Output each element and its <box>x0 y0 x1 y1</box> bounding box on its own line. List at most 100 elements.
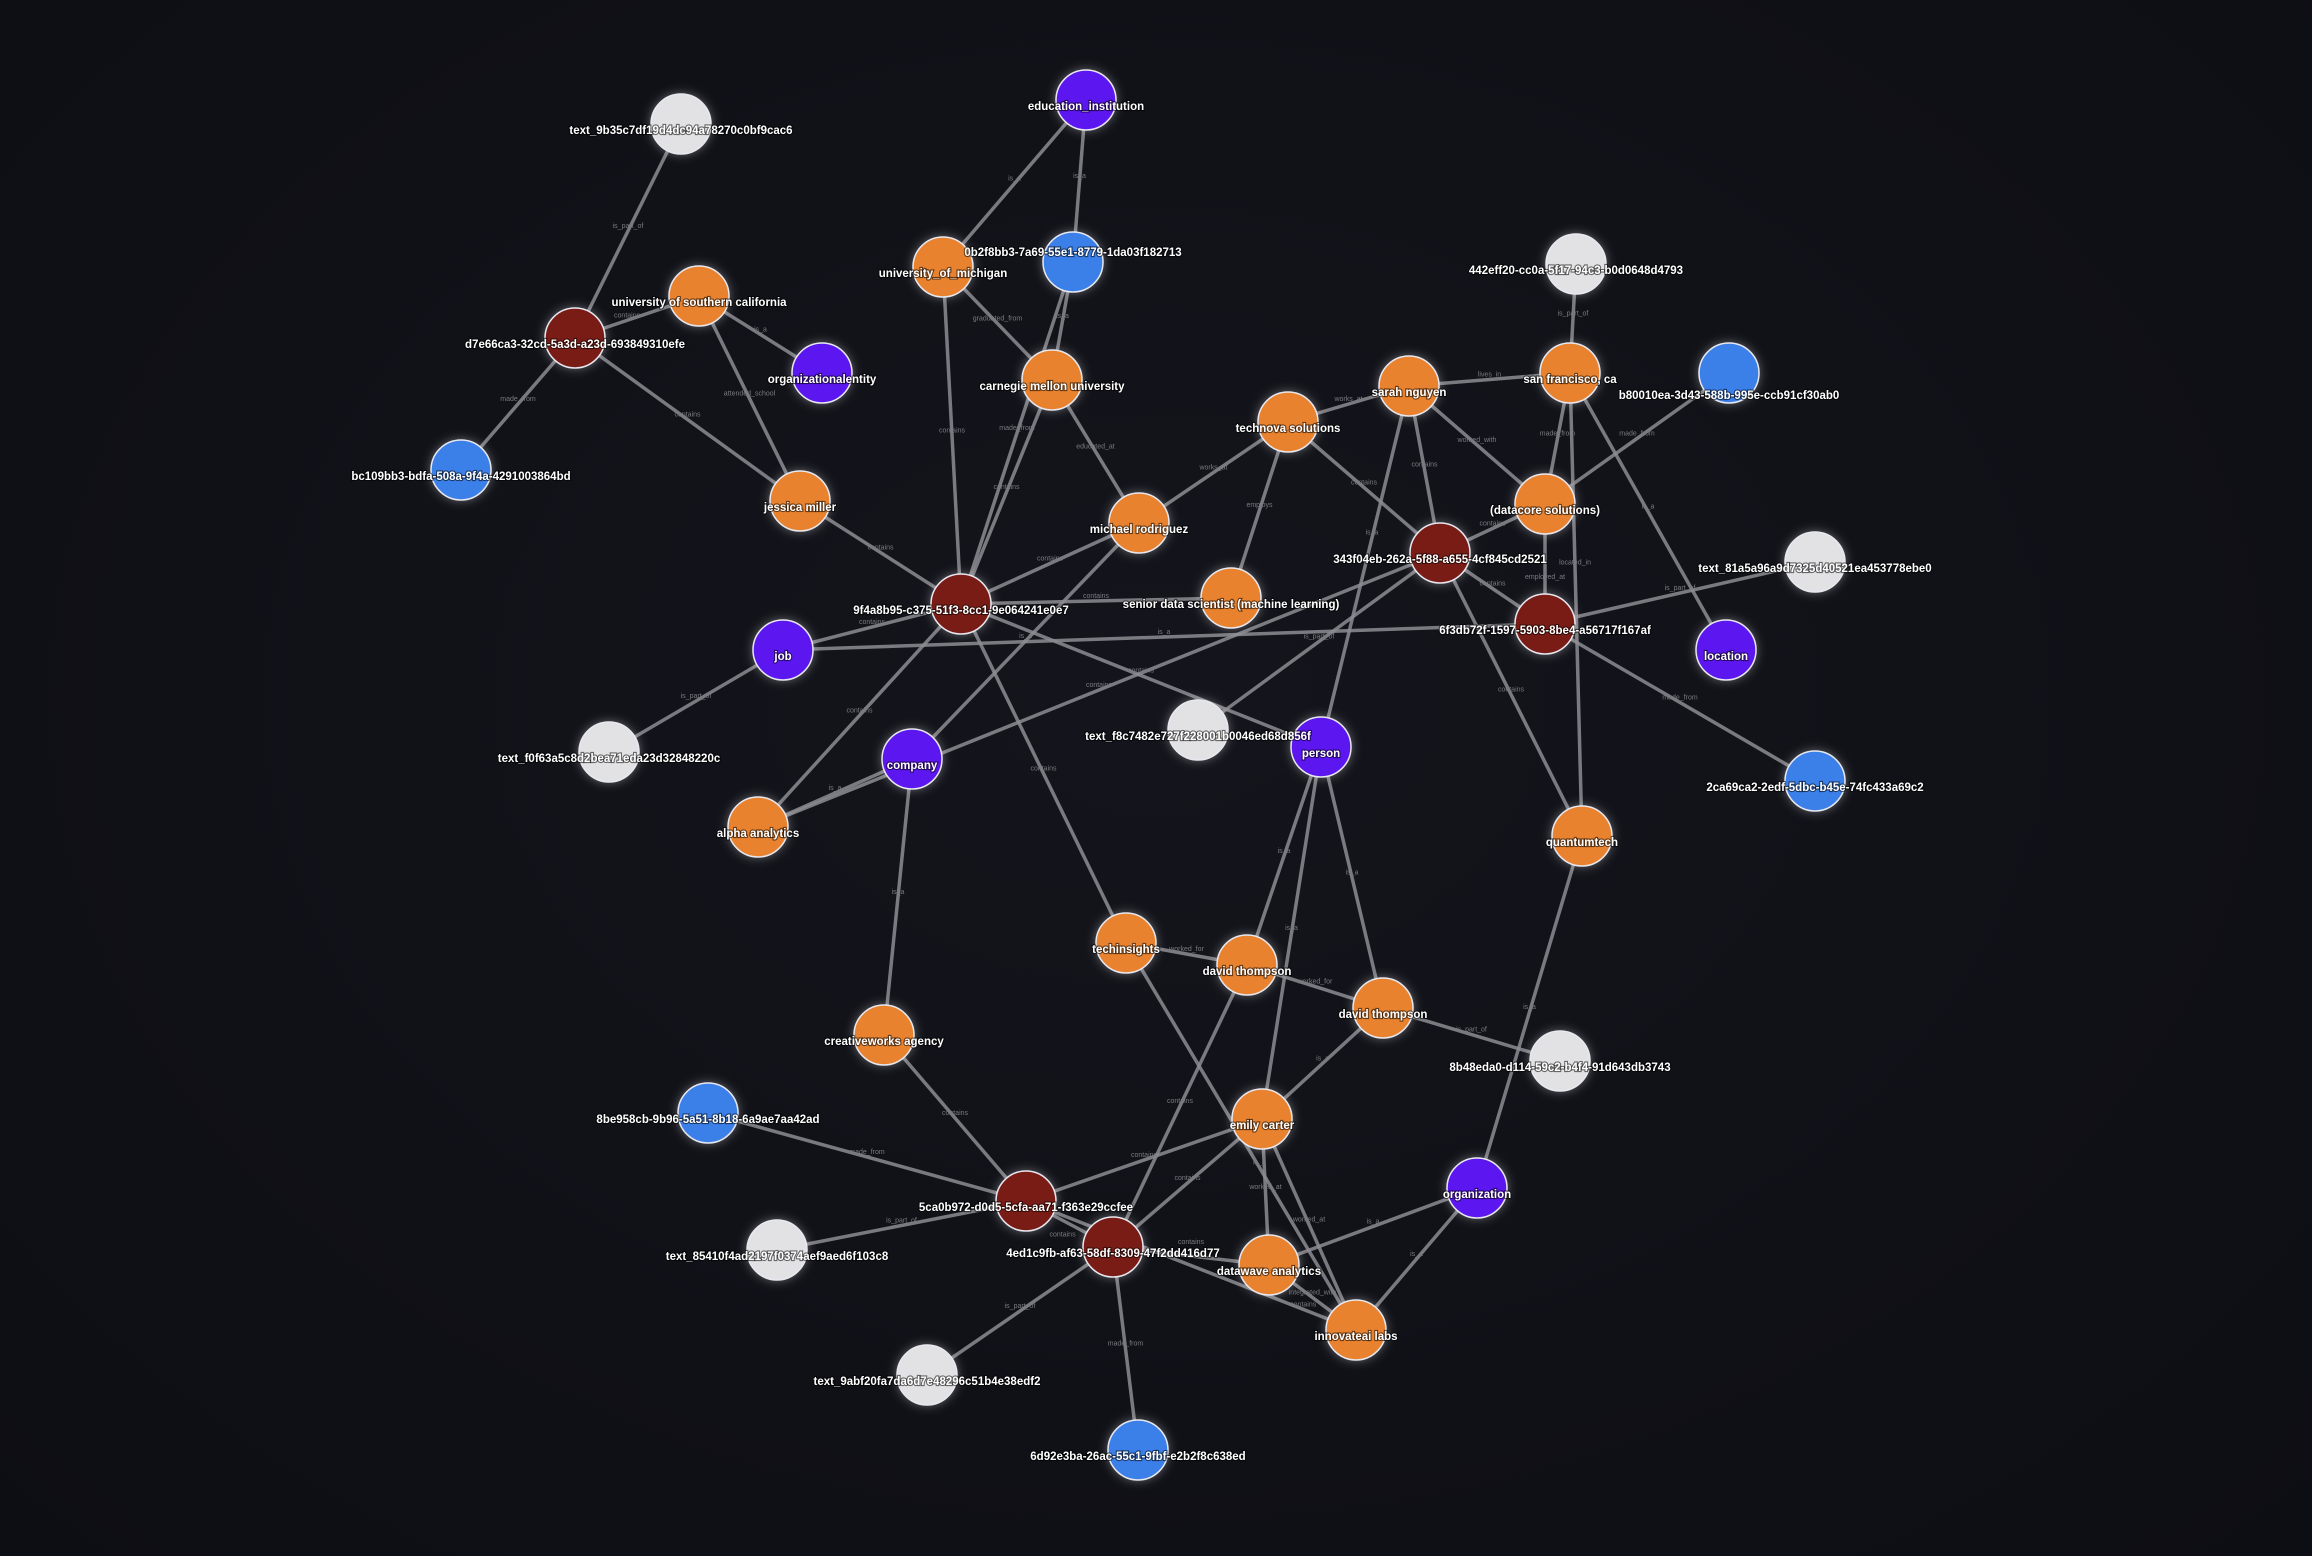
edge-n22-n30[interactable] <box>1544 622 1816 783</box>
node-concept[interactable] <box>1290 716 1352 778</box>
edge-label: works_at <box>1333 396 1362 403</box>
edge-n37-n40[interactable] <box>707 1111 1027 1203</box>
node-entity[interactable] <box>1539 342 1601 404</box>
edge-n12-n29[interactable] <box>756 602 963 829</box>
edge-n28-n34[interactable] <box>1319 746 1385 1009</box>
node-entity[interactable] <box>853 1004 915 1066</box>
node-document[interactable] <box>995 1170 1057 1232</box>
edge-n15-n14[interactable] <box>1229 421 1290 599</box>
edge-label: attended_school <box>724 391 776 398</box>
edge-n26-n35[interactable] <box>882 758 914 1036</box>
edge-n21-n29[interactable] <box>757 551 1441 829</box>
edge-n11-n12[interactable] <box>960 521 1140 606</box>
node-concept[interactable] <box>791 342 853 404</box>
node-entity[interactable] <box>1257 391 1319 453</box>
node-source[interactable] <box>1042 231 1104 293</box>
edge-n8-n12[interactable] <box>959 379 1054 605</box>
node-concept[interactable] <box>881 728 943 790</box>
edge-n5-n10[interactable] <box>697 295 802 502</box>
node-text-chunk[interactable] <box>650 93 712 155</box>
node-document[interactable] <box>1514 593 1576 655</box>
edge-n19-n20[interactable] <box>1543 371 1731 506</box>
node-entity[interactable] <box>1095 912 1157 974</box>
node-concept[interactable] <box>1446 1157 1508 1219</box>
node-source[interactable] <box>430 439 492 501</box>
edge-n15-n21[interactable] <box>1286 420 1442 555</box>
node-entity[interactable] <box>1352 977 1414 1039</box>
node-entity[interactable] <box>1238 1234 1300 1296</box>
node-entity[interactable] <box>1108 492 1170 554</box>
node-source[interactable] <box>1107 1419 1169 1481</box>
edge-label: graduated_from <box>973 316 1023 323</box>
node-text-chunk[interactable] <box>1529 1030 1591 1092</box>
node-entity[interactable] <box>1514 473 1576 535</box>
node-text-chunk[interactable] <box>1545 233 1607 295</box>
edge-n21-n27[interactable] <box>1196 551 1442 732</box>
node-source[interactable] <box>1784 750 1846 812</box>
node-entity[interactable] <box>769 470 831 532</box>
edge-n42-n45[interactable] <box>926 1245 1114 1377</box>
node-text-chunk[interactable] <box>1167 699 1229 761</box>
node-source[interactable] <box>677 1082 739 1144</box>
edge-n17-n24[interactable] <box>1568 372 1728 651</box>
node-entity[interactable] <box>1325 1299 1387 1361</box>
node-text-chunk[interactable] <box>896 1344 958 1406</box>
edge-n28-n38[interactable] <box>1260 746 1323 1120</box>
edge-n40-n44[interactable] <box>1025 1199 1357 1332</box>
edge-n42-n46[interactable] <box>1111 1246 1140 1451</box>
edge-n38-n40[interactable] <box>1025 1117 1263 1203</box>
edge-n35-n40[interactable] <box>882 1033 1028 1203</box>
node-source[interactable] <box>1698 342 1760 404</box>
node-entity[interactable] <box>912 236 974 298</box>
edge-n38-n42[interactable] <box>1111 1117 1264 1249</box>
node-document[interactable] <box>544 307 606 369</box>
edge-n21-n31[interactable] <box>1438 552 1584 837</box>
node-text-chunk[interactable] <box>746 1219 808 1281</box>
node-entity[interactable] <box>727 796 789 858</box>
edge-n31-n39[interactable] <box>1475 835 1584 1189</box>
edge-label: contains <box>1086 682 1113 689</box>
node-entity[interactable] <box>1551 805 1613 867</box>
node-text-chunk[interactable] <box>578 721 640 783</box>
node-text-chunk[interactable] <box>1784 531 1846 593</box>
edge-n17-n31[interactable] <box>1568 372 1584 837</box>
node-concept[interactable] <box>752 619 814 681</box>
node-concept[interactable] <box>1695 619 1757 681</box>
edge-n39-n43[interactable] <box>1268 1186 1478 1267</box>
node-entity[interactable] <box>1200 567 1262 629</box>
node-entity[interactable] <box>1216 934 1278 996</box>
edge-n12-n32[interactable] <box>959 603 1128 944</box>
edge-n41-n40[interactable] <box>776 1199 1027 1252</box>
node-label: jessica miller <box>763 502 837 514</box>
edge-n1-n6[interactable] <box>573 123 683 339</box>
edge-n39-n44[interactable] <box>1354 1186 1479 1332</box>
edge-n28-n33[interactable] <box>1245 746 1323 966</box>
edge-n38-n44[interactable] <box>1260 1118 1358 1331</box>
node-document[interactable] <box>1082 1216 1144 1278</box>
edge-n13-n25[interactable] <box>608 648 784 754</box>
node-concept[interactable] <box>1055 69 1117 131</box>
node-label: person <box>1302 748 1340 760</box>
edge-n6-n10[interactable] <box>573 336 802 503</box>
edge-n22-n23[interactable] <box>1544 560 1816 626</box>
edge-n10-n12[interactable] <box>799 499 962 606</box>
edge-n12-n14[interactable] <box>960 596 1232 606</box>
edge-n3-n12[interactable] <box>941 266 963 605</box>
node-document[interactable] <box>930 573 992 635</box>
node-document[interactable] <box>1409 522 1471 584</box>
edge-n34-n36[interactable] <box>1382 1006 1561 1063</box>
node-entity[interactable] <box>1021 349 1083 411</box>
edge-n12-n28[interactable] <box>960 602 1322 749</box>
node-entity[interactable] <box>1378 355 1440 417</box>
node-entity[interactable] <box>668 265 730 327</box>
node-entity[interactable] <box>1231 1088 1293 1150</box>
edge-n33-n42[interactable] <box>1111 964 1249 1248</box>
edge-n13-n22[interactable] <box>782 622 1546 652</box>
edge-n2-n3[interactable] <box>941 98 1088 269</box>
edge-label: is_a <box>829 785 842 792</box>
edge-n4-n12[interactable] <box>959 261 1075 605</box>
edge-label: is_a <box>892 889 905 896</box>
edge-n16-n28[interactable] <box>1319 385 1411 748</box>
